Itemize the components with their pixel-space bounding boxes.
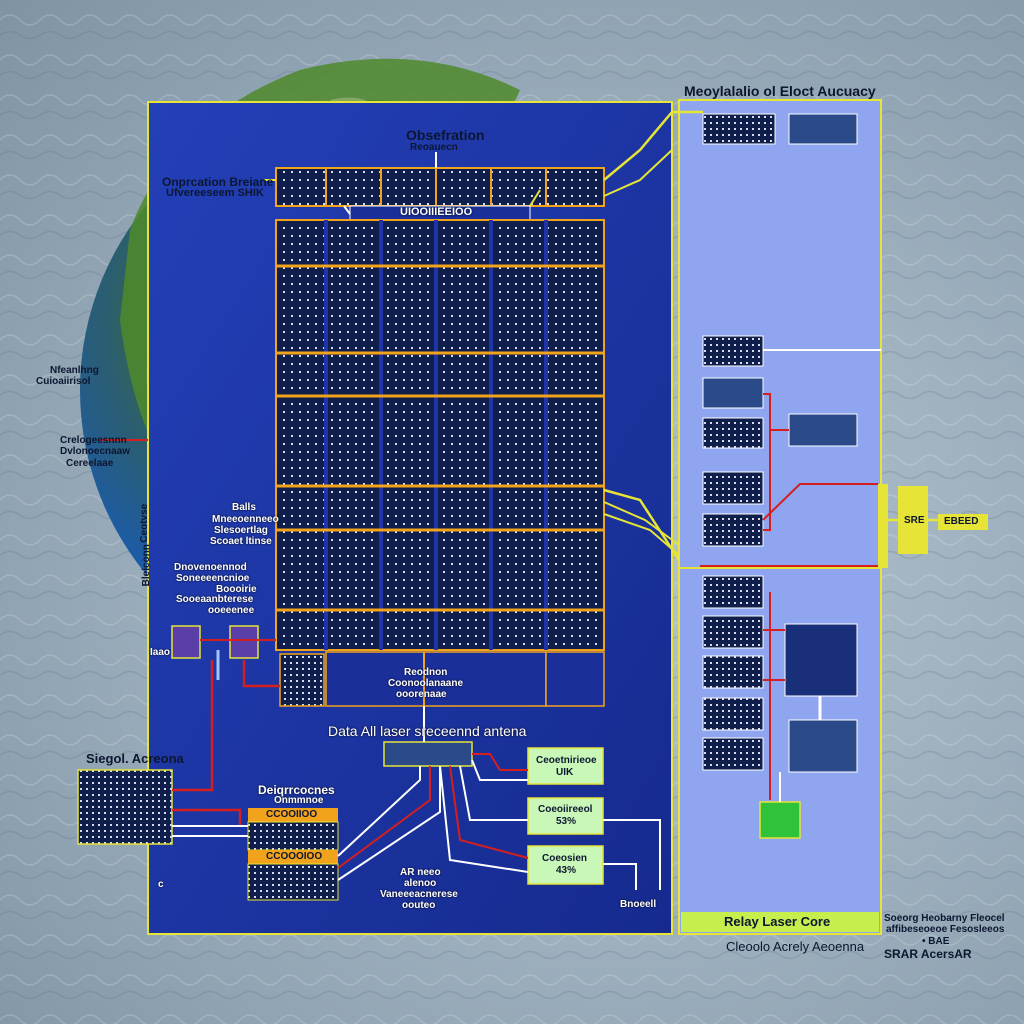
green-box-1-line1: Ceoetnirieoe xyxy=(536,755,597,766)
small-block-left xyxy=(279,653,325,707)
side-label-left: Ceotvse xyxy=(139,503,151,543)
signal-antenna-label: Siegol. Acreona xyxy=(86,751,184,766)
green-box-1-line2: UIK xyxy=(556,767,574,778)
grid-header: UIOOIIIEEIOO xyxy=(400,206,473,218)
relay-bar xyxy=(681,912,879,932)
green-box-3-line1: Coeosien xyxy=(542,853,588,864)
vertical-label-left: Iaao xyxy=(150,647,171,658)
bottom-right-3: • BAE xyxy=(922,936,950,947)
monitor-2 xyxy=(229,625,259,659)
left-label-b2: Dvlonoecnaaw xyxy=(60,446,131,457)
observation-title: Obsefration xyxy=(406,127,485,143)
data-heading: Data All laser sreceennd antena xyxy=(328,723,527,739)
top-array xyxy=(275,167,605,207)
mid-label-d1: Dnovenoennod xyxy=(174,562,247,573)
deigpr-label-1: Deiqrrcocnes xyxy=(258,783,335,797)
bottom-label: Cleoolo Acrely Aeoenna xyxy=(726,939,865,954)
deigpr-label-2: Onmmnoe xyxy=(274,795,324,806)
green-box-3-line2: 43% xyxy=(556,865,577,876)
left-label-b3: Cereelaae xyxy=(66,458,114,469)
green-box-2-line2: 53% xyxy=(556,816,577,827)
yellow-connector xyxy=(878,484,888,568)
right-modules xyxy=(702,113,858,839)
vertical-label-bottom-right: Bnoeell xyxy=(620,899,657,910)
ar-label-2: alenoo xyxy=(404,878,437,889)
reduction-label-1: Reodnon xyxy=(404,667,448,678)
mid-label-d3: Boooirie xyxy=(216,584,257,595)
reduction-label-3: ooorenaae xyxy=(396,689,447,700)
yellow-node-2-label: EBEED xyxy=(944,516,979,527)
reduction-block xyxy=(325,651,547,707)
yellow-node-1-label: SRE xyxy=(904,515,925,526)
mid-label-m2: Slesoertlag xyxy=(214,525,268,536)
bottom-right-1: Soeorg Heobarny Fleocel xyxy=(884,913,1005,924)
observation-sub: Reoauecn xyxy=(410,142,458,153)
green-box-2-line1: Coeoiireeol xyxy=(538,804,593,815)
green-box-1 xyxy=(527,747,604,785)
signal-antenna-block xyxy=(77,769,173,845)
reduction-label-2: Coonoolanaane xyxy=(388,678,464,689)
left-label-b1: Crelogeesnnn xyxy=(60,435,127,446)
orange-bar-1 xyxy=(248,808,338,822)
ar-label-1: AR neeo xyxy=(400,867,441,878)
operation-label-2: Ufvereeseem SHIK xyxy=(166,187,264,199)
deigpr-grid-2 xyxy=(247,863,339,901)
data-hub-bar xyxy=(383,741,473,767)
ar-label-4: oouteo xyxy=(402,900,436,911)
mid-label-m1: Mneeoenneeo xyxy=(212,514,279,525)
orange-bar-2-label: CCOOOIOO xyxy=(266,851,323,862)
orange-bar-1-label: CCOOIIOO xyxy=(266,809,318,820)
yellow-node-2 xyxy=(938,514,988,530)
ar-label-3: Vaneeeacnerese xyxy=(380,889,458,900)
operation-label-1: Onprcation Breiane xyxy=(162,175,274,189)
mid-label-d2: Soneeeencnioe xyxy=(176,573,250,584)
left-label-a2: Cuioaiirisol xyxy=(36,376,91,387)
mid-label-s2: ooeeenee xyxy=(208,605,255,616)
relay-label: Relay Laser Core xyxy=(724,914,831,929)
mid-label-s1: Sooeaanbterese xyxy=(176,594,254,605)
connection-lines xyxy=(100,110,938,890)
monitor-1 xyxy=(171,625,201,659)
green-box-2 xyxy=(527,797,604,835)
bottom-right-4: SRAR AcersAR xyxy=(884,947,972,961)
deigpr-grid-1 xyxy=(247,821,339,851)
bottom-right-2: affibeseoeoe Fesosleeos xyxy=(886,924,1005,935)
right-panel-title: Meoylalalio ol Eloct Aucuacy xyxy=(684,83,876,99)
mid-label-balls: Balls xyxy=(232,502,256,513)
small-block-right xyxy=(545,651,605,707)
mid-label-m3: Scoaet ltinse xyxy=(210,536,272,547)
main-grid xyxy=(275,219,605,651)
vertical-label-bottom-left: c xyxy=(158,879,164,890)
left-label-a1: Nfeanlhng xyxy=(50,365,99,376)
orange-bar-2 xyxy=(248,850,338,864)
side-label-left-2: Bleiconn xyxy=(140,544,152,587)
